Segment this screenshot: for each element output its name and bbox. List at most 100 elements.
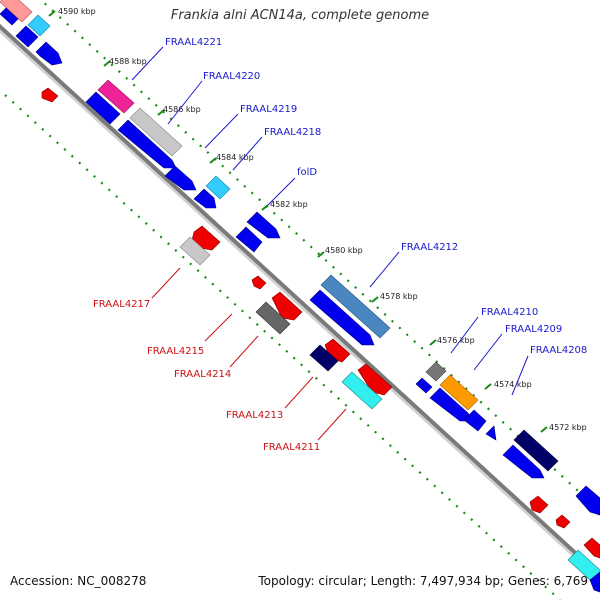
gene-label-fraal4215[interactable]: FRAAL4215: [147, 346, 204, 357]
kbp-tick-mark: [103, 60, 111, 67]
gene-feature[interactable]: [529, 495, 549, 514]
gene-feature[interactable]: [0, 7, 19, 26]
gene-feature[interactable]: [41, 87, 59, 103]
map-title: Frankia alni ACN14a, complete genome: [170, 8, 430, 23]
reverse-label-group: FRAAL4217 FRAAL4215 FRAAL4214 FRAAL4213 …: [93, 299, 320, 453]
gene-feature[interactable]: [485, 425, 497, 441]
gene-feature[interactable]: [463, 409, 487, 432]
gene-label-fraal4212[interactable]: FRAAL4212: [401, 242, 458, 253]
leader-line: [204, 113, 239, 149]
forward-genes: [0, 0, 600, 516]
forward-label-group: FRAAL4221 FRAAL4220 FRAAL4219 FRAAL4218 …: [165, 37, 587, 356]
gene-label-fraal4209[interactable]: FRAAL4209: [505, 324, 562, 335]
forward-leaders: [131, 46, 529, 396]
kbp-tick-mark: [48, 10, 56, 17]
backbone-line: [0, 23, 600, 579]
gene-feature[interactable]: [246, 211, 281, 239]
topology-text: Topology: circular; Length: 7,497,934 bp…: [258, 574, 588, 588]
kbp-tick-mark: [157, 109, 165, 116]
gene-feature[interactable]: [567, 549, 600, 581]
kbp-label: 4572 kbp: [549, 423, 587, 432]
gene-label-fold[interactable]: folD: [297, 167, 317, 178]
gene-feature[interactable]: [502, 444, 545, 479]
leader-line: [232, 136, 263, 171]
gene-feature[interactable]: [235, 226, 263, 253]
gene-feature[interactable]: [513, 429, 559, 472]
gene-feature[interactable]: [439, 374, 479, 411]
tick-line-outer: [39, 0, 600, 513]
kbp-label: 4582 kbp: [270, 200, 308, 209]
gene-label-fraal4213[interactable]: FRAAL4213: [226, 410, 283, 421]
kbp-label: 4588 kbp: [109, 57, 147, 66]
gene-feature[interactable]: [589, 571, 600, 593]
gene-feature[interactable]: [341, 371, 383, 410]
leader-line: [450, 316, 479, 354]
gene-feature[interactable]: [117, 119, 177, 169]
leader-line: [204, 313, 233, 342]
leader-line: [369, 251, 400, 288]
reverse-genes: [41, 87, 600, 593]
tick-line-inner: [4, 94, 561, 600]
gene-feature[interactable]: [309, 344, 339, 372]
gene-feature[interactable]: [425, 361, 447, 382]
leader-line: [229, 335, 259, 368]
gene-label-fraal4217[interactable]: FRAAL4217: [93, 299, 150, 310]
gene-label-fraal4208[interactable]: FRAAL4208: [530, 345, 587, 356]
leader-line: [267, 177, 296, 206]
gene-feature[interactable]: [0, 0, 33, 23]
gene-label-fraal4211[interactable]: FRAAL4211: [263, 442, 320, 453]
gene-feature[interactable]: [575, 485, 600, 516]
kbp-ticks: 4590 kbp 4588 kbp 4586 kbp 4584 kbp 4582…: [48, 7, 587, 433]
kbp-label: 4580 kbp: [325, 246, 363, 255]
backbone: [0, 23, 600, 582]
gene-label-fraal4218[interactable]: FRAAL4218: [264, 127, 321, 138]
accession-text: Accession: NC_008278: [10, 574, 147, 588]
gene-feature[interactable]: [35, 41, 63, 66]
kbp-tick-mark: [484, 383, 492, 390]
gene-feature[interactable]: [129, 107, 183, 157]
gene-feature[interactable]: [85, 91, 121, 125]
gene-feature[interactable]: [415, 377, 433, 394]
kbp-tick-mark: [317, 251, 325, 258]
kbp-label: 4586 kbp: [163, 105, 201, 114]
gene-feature[interactable]: [255, 301, 291, 335]
gene-feature[interactable]: [309, 289, 375, 346]
gene-label-fraal4220[interactable]: FRAAL4220: [203, 71, 260, 82]
gene-feature[interactable]: [15, 25, 39, 48]
gene-feature[interactable]: [205, 175, 231, 200]
leader-line: [284, 376, 314, 409]
gene-feature[interactable]: [97, 79, 135, 114]
backbone-shadow: [0, 26, 600, 582]
gene-feature[interactable]: [193, 188, 217, 209]
leader-line: [151, 267, 181, 299]
kbp-label: 4578 kbp: [380, 292, 418, 301]
gene-feature[interactable]: [555, 514, 571, 529]
kbp-tick-mark: [540, 426, 548, 433]
gene-label-fraal4210[interactable]: FRAAL4210: [481, 307, 538, 318]
gene-feature[interactable]: [251, 275, 267, 290]
gene-feature[interactable]: [164, 165, 197, 191]
gene-feature[interactable]: [583, 537, 600, 559]
kbp-label: 4574 kbp: [494, 380, 532, 389]
leader-line: [473, 333, 503, 371]
kbp-label: 4590 kbp: [58, 7, 96, 16]
gene-feature[interactable]: [179, 236, 211, 266]
kbp-label: 4576 kbp: [437, 336, 475, 345]
reverse-leaders: [151, 267, 347, 441]
kbp-label: 4584 kbp: [216, 153, 254, 162]
gene-label-fraal4219[interactable]: FRAAL4219: [240, 104, 297, 115]
kbp-tick-mark: [261, 204, 269, 211]
leader-line: [131, 46, 164, 81]
tick-lines: [4, 0, 600, 600]
gene-label-fraal4221[interactable]: FRAAL4221: [165, 37, 222, 48]
gene-feature[interactable]: [27, 14, 51, 37]
leader-line: [317, 408, 347, 441]
gene-feature[interactable]: [271, 291, 303, 321]
leader-line: [511, 355, 529, 396]
kbp-tick-mark: [429, 339, 437, 346]
gene-feature[interactable]: [320, 274, 391, 339]
gene-label-fraal4214[interactable]: FRAAL4214: [174, 369, 231, 380]
leader-line: [167, 80, 203, 125]
kbp-tick-mark: [209, 157, 217, 164]
